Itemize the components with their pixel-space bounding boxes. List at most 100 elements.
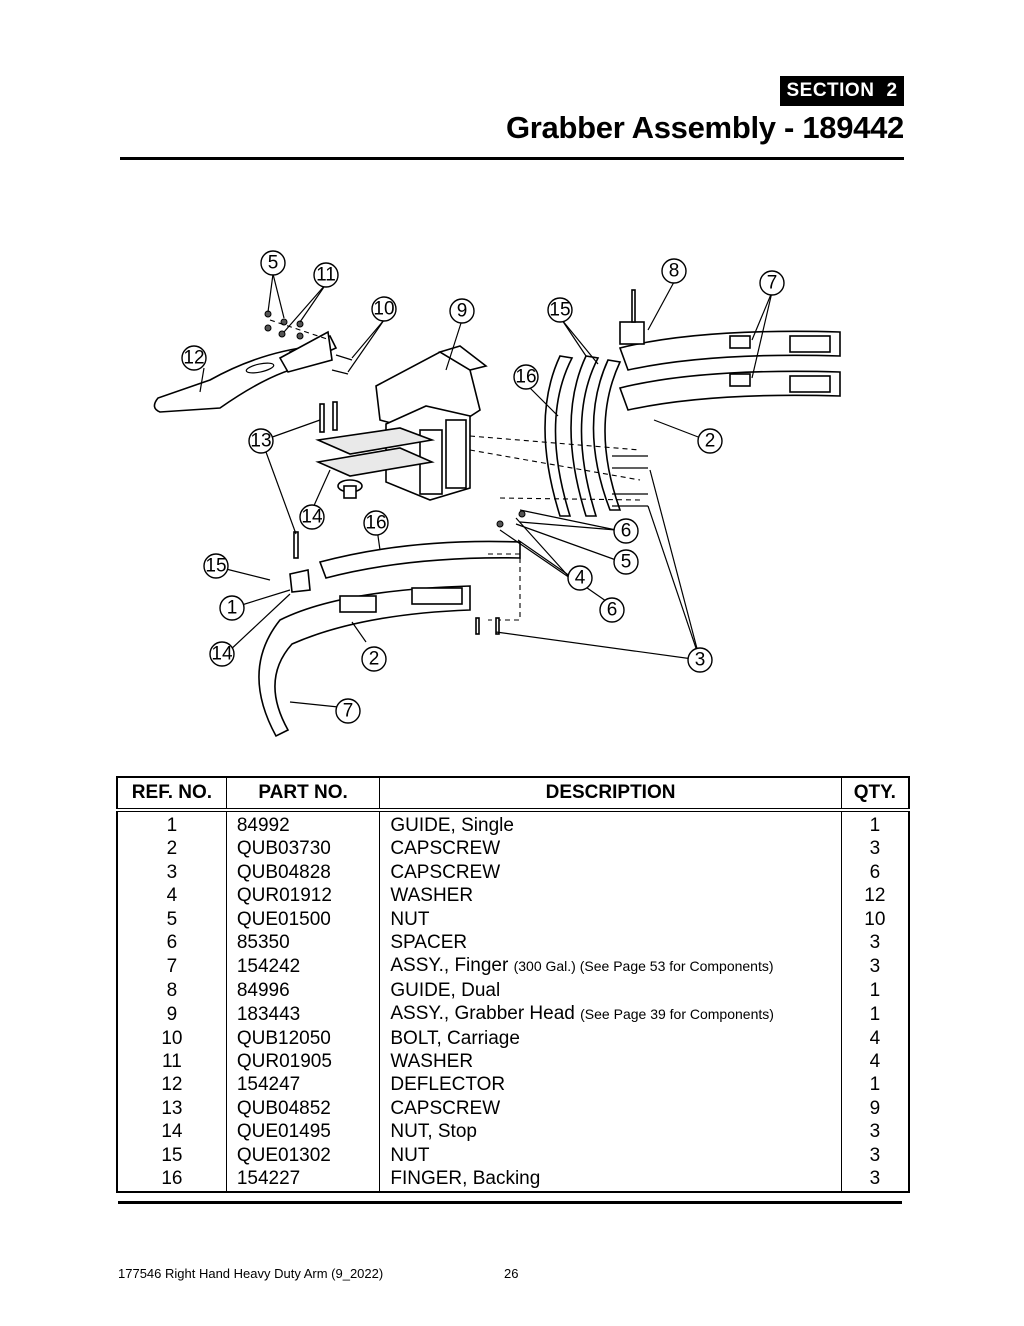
footer-rule (118, 1201, 902, 1204)
section-number: 2 (886, 80, 898, 101)
svg-text:16: 16 (515, 367, 536, 388)
description-cell: ASSY., Finger (300 Gal.) (See Page 53 fo… (379, 954, 842, 979)
ref-no-cell: 6 (117, 931, 227, 955)
svg-text:5: 5 (621, 552, 632, 573)
description-cell: CAPSCREW (379, 860, 842, 885)
ref-no-cell: 10 (117, 1026, 227, 1051)
callout-2-low: 2 (361, 646, 387, 672)
description-text: ASSY., Finger (390, 955, 509, 977)
header-qty: QTY. (841, 777, 909, 812)
description-text: NUT (390, 1144, 430, 1166)
callout-1: 1 (219, 595, 245, 621)
description-text: WASHER (390, 1051, 474, 1073)
description-cell: SPACER (379, 931, 842, 955)
qty-cell: 3 (869, 1121, 881, 1143)
capscrew-13-group (293, 401, 338, 559)
callout-10: 10 (371, 296, 397, 322)
callout-7-low: 7 (335, 698, 361, 724)
description-cell: WASHER (379, 1050, 842, 1074)
ref-no-cell: 2 (117, 837, 227, 861)
qty-cell: 12 (864, 885, 886, 907)
part-no-cell: 183443 (226, 1002, 381, 1027)
qty-cell: 3 (869, 955, 881, 977)
description-text: SPACER (390, 932, 468, 954)
description-text: BOLT, Carriage (390, 1027, 520, 1049)
ref-no-cell: 12 (117, 1073, 227, 1097)
svg-text:16: 16 (365, 513, 386, 534)
svg-text:14: 14 (211, 644, 233, 665)
footer-document-id: 177546 Right Hand Heavy Duty Arm (9_2022… (118, 1266, 384, 1281)
description-cell: GUIDE, Dual (379, 978, 842, 1003)
qty-cell: 1 (869, 1003, 881, 1025)
svg-text:9: 9 (457, 301, 468, 322)
svg-text:3: 3 (695, 650, 706, 671)
header-description: DESCRIPTION (379, 777, 842, 812)
description-text: DEFLECTOR (390, 1074, 506, 1096)
header-rule (120, 157, 904, 160)
qty-cell: 3 (869, 1168, 881, 1190)
svg-text:1: 1 (227, 598, 238, 619)
svg-text:6: 6 (607, 600, 618, 621)
svg-text:11: 11 (316, 265, 336, 286)
part-no-cell: QUE01500 (226, 907, 381, 932)
ref-no-cell: 15 (117, 1143, 227, 1168)
callout-11: 11 (313, 262, 339, 288)
qty-cell: 3 (869, 1144, 881, 1166)
svg-text:2: 2 (369, 649, 380, 670)
qty-cell: 1 (869, 979, 881, 1001)
callout-5-top: 5 (260, 250, 286, 276)
callout-4: 4 (567, 565, 593, 591)
ref-no-cell: 9 (117, 1002, 227, 1027)
svg-text:10: 10 (373, 299, 394, 320)
part-no-cell: QUR01912 (226, 884, 381, 908)
qty-cell: 10 (864, 908, 886, 930)
description-cell: NUT (379, 1143, 842, 1168)
svg-text:13: 13 (250, 431, 271, 452)
svg-text:12: 12 (183, 348, 204, 369)
table-header-row: REF. NO. PART NO. DESCRIPTION QTY. (117, 777, 909, 812)
description-text: CAPSCREW (390, 1097, 501, 1119)
part-no-cell: QUB03730 (226, 837, 381, 861)
qty-cell: 4 (869, 1027, 881, 1049)
callout-6-low: 6 (599, 597, 625, 623)
svg-text:14: 14 (301, 507, 323, 528)
description-cell: ASSY., Grabber Head (See Page 39 for Com… (379, 1002, 842, 1027)
description-cell: CAPSCREW (379, 837, 842, 861)
svg-text:15: 15 (205, 556, 226, 577)
ref-no-cell: 11 (117, 1050, 227, 1074)
description-cell: DEFLECTOR (379, 1073, 842, 1097)
callout-14-low: 14 (209, 641, 235, 667)
ref-no-cell: 7 (117, 954, 227, 979)
ref-no-cell: 16 (117, 1167, 227, 1192)
part-no-cell: QUB04852 (226, 1096, 381, 1121)
svg-text:8: 8 (669, 261, 680, 282)
backing-fingers (544, 289, 645, 517)
description-cell: FINGER, Backing (379, 1167, 842, 1192)
description-text: ASSY., Grabber Head (390, 1003, 575, 1025)
page-number: 26 (504, 1266, 519, 1281)
part-no-cell: 154247 (226, 1073, 381, 1097)
qty-cell: 3 (869, 932, 881, 954)
part-no-cell: QUB04828 (226, 860, 381, 885)
ref-no-cell: 4 (117, 884, 227, 908)
description-text: GUIDE, Single (390, 815, 514, 836)
callout-3: 3 (687, 647, 713, 673)
description-cell: CAPSCREW (379, 1096, 842, 1121)
description-text: WASHER (390, 885, 474, 907)
qty-cell: 9 (869, 1097, 881, 1119)
